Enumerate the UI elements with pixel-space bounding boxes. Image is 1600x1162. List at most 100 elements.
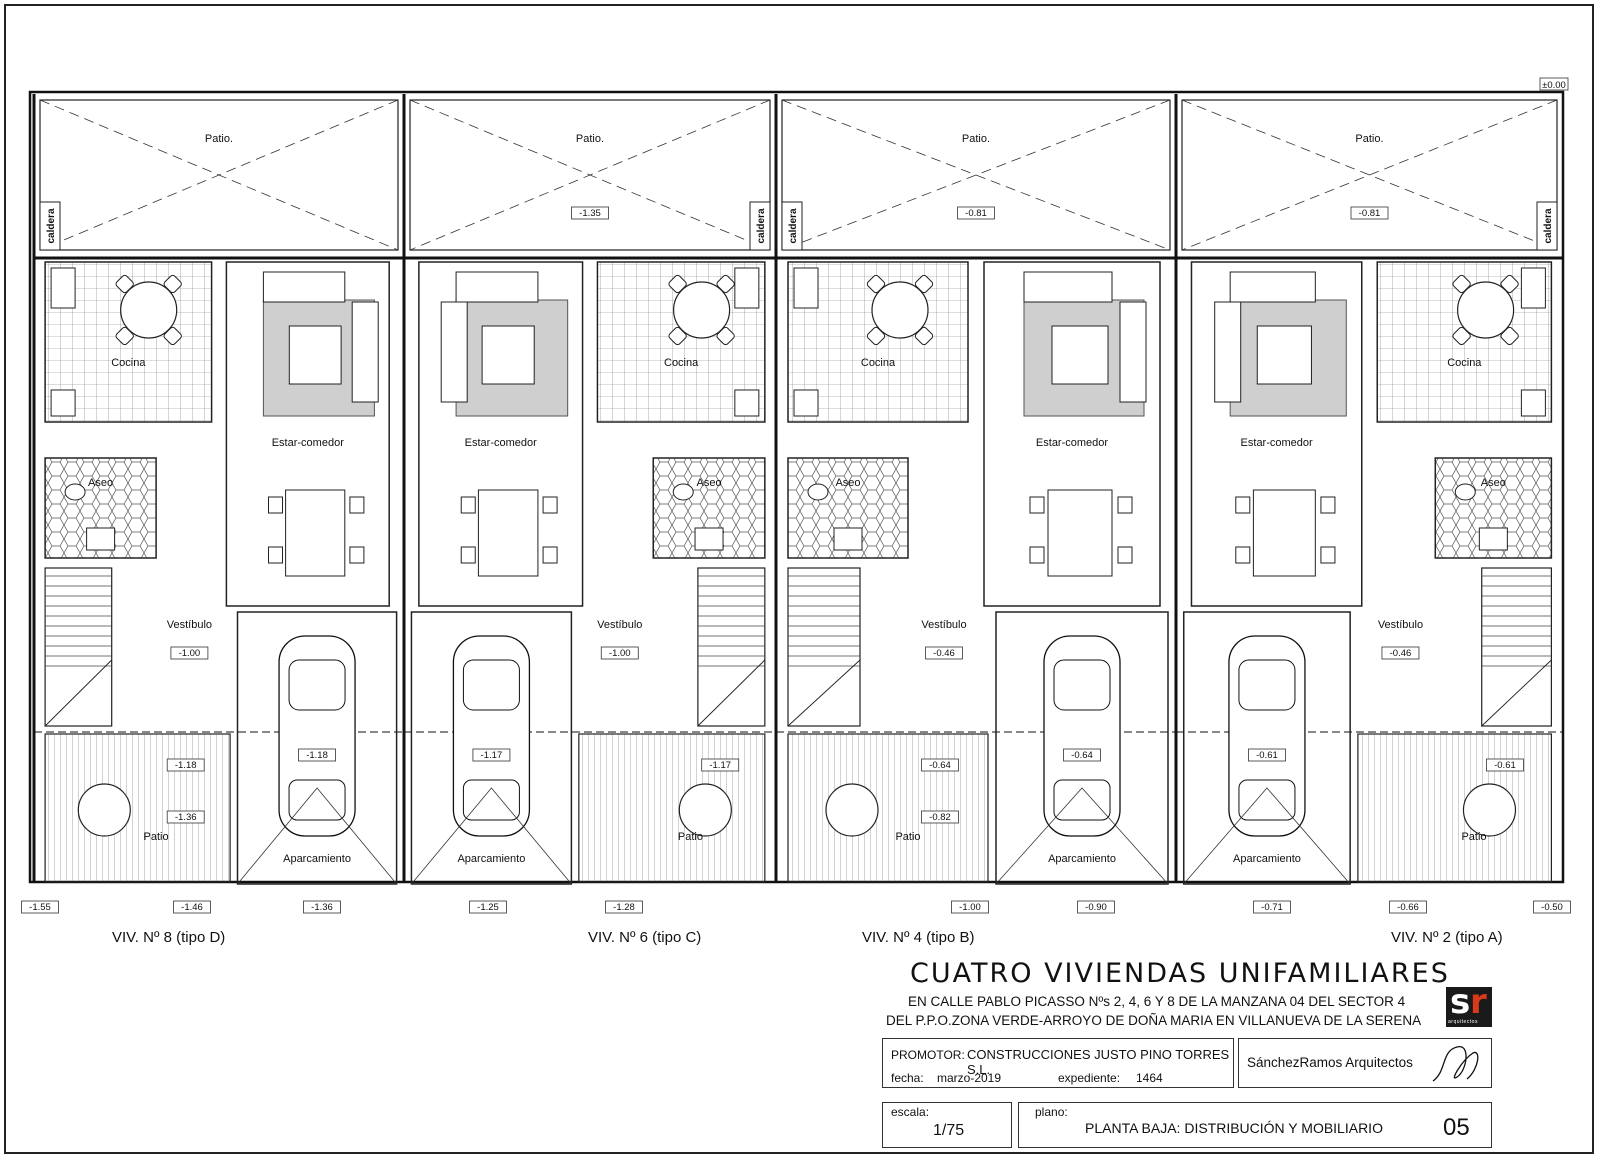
car (1043, 635, 1121, 837)
hall-level-box (1381, 646, 1420, 660)
parking-label: Aparcamiento (457, 853, 525, 865)
street-level: -1.36 (311, 902, 333, 913)
expediente-label: expediente: (1058, 1071, 1121, 1085)
living-room (1190, 261, 1363, 607)
stairs (697, 567, 766, 727)
patio-area (781, 99, 1171, 251)
dining-table (1047, 489, 1113, 577)
car (278, 635, 356, 837)
sheet-label: plano: (1035, 1105, 1068, 1119)
chair (1452, 326, 1471, 346)
stair-arrow (1481, 659, 1552, 727)
expediente-value: 1464 (1136, 1071, 1163, 1085)
yard-label: Patio (678, 831, 703, 843)
gate-swing (411, 787, 572, 885)
boiler-label: caldera (1543, 208, 1554, 243)
scale-value: 1/75 (933, 1122, 965, 1139)
boiler-box (781, 201, 803, 251)
patio-area (409, 99, 771, 251)
chair (1500, 326, 1519, 346)
kitchen-table (120, 281, 178, 339)
wc (807, 483, 829, 501)
stairs (787, 567, 861, 727)
boiler-label: caldera (46, 208, 57, 243)
kitchen-label: Cocina (1447, 357, 1482, 369)
chair (1500, 274, 1519, 294)
patio-level: -0.81 (1359, 208, 1381, 219)
yard-level: -1.18 (175, 760, 197, 771)
toilet-label: Aseo (88, 477, 113, 489)
unit-label-6: VIV. Nº 6 (tipo C) (588, 929, 702, 946)
sofa-side (351, 301, 379, 403)
car-level: -1.17 (481, 750, 503, 761)
logo-s: s (1450, 982, 1471, 1022)
chair (914, 274, 934, 294)
yard-level: -1.36 (175, 812, 197, 823)
sheet-title: PLANTA BAJA: DISTRIBUCIÓN Y MOBILIARIO (1085, 1120, 1383, 1136)
car-level-box (298, 748, 336, 762)
street-level-box (1389, 900, 1427, 914)
patio-level-box (571, 206, 609, 220)
project-address-line2: DEL P.P.O.ZONA VERDE-ARROYO DE DOÑA MARI… (886, 1013, 1422, 1028)
patio-diagonal (781, 99, 1171, 251)
patio-diagonal (409, 99, 771, 251)
patio-area (1181, 99, 1558, 251)
kitchen-table (1456, 281, 1515, 339)
promotor-label: PROMOTOR: (891, 1048, 965, 1062)
living-label: Estar-comedor (1241, 437, 1313, 449)
dining-chair (542, 546, 558, 564)
street-level: -0.90 (1085, 902, 1107, 913)
street-level-box (303, 900, 341, 914)
dining-chair (268, 496, 283, 514)
car-level: -0.64 (1071, 750, 1093, 761)
street-level: -0.66 (1397, 902, 1419, 913)
washbasin (1478, 527, 1508, 551)
yard-level: -0.61 (1494, 760, 1516, 771)
ref-level: ±0.00 (1542, 80, 1566, 91)
ref-level-box (1539, 77, 1569, 91)
washbasin (86, 527, 116, 551)
unit-3: Patio.-0.81calderaCocinaAseoVestíbulo-0.… (774, 94, 1176, 885)
yard-table (77, 783, 131, 837)
sheet-box: plano: PLANTA BAJA: DISTRIBUCIÓN Y MOBIL… (1018, 1102, 1492, 1148)
sofa-side (1214, 301, 1242, 403)
car-level: -0.61 (1256, 750, 1278, 761)
hall-level: -0.46 (1390, 648, 1412, 659)
kitchen-table (871, 281, 929, 339)
car (1228, 635, 1306, 837)
dining-chair (1320, 496, 1336, 514)
boiler-box (1536, 201, 1558, 251)
chair (866, 326, 886, 346)
yard-label: Patio (1461, 831, 1486, 843)
hall-label: Vestíbulo (1378, 619, 1423, 631)
kitchen-label: Cocina (111, 357, 146, 369)
toilet-label: Aseo (697, 477, 722, 489)
dining-table (1252, 489, 1316, 577)
stairs (44, 567, 113, 727)
dining-chair (1029, 496, 1045, 514)
street-level-box (951, 900, 989, 914)
patio-level-box (957, 206, 995, 220)
living-room (225, 261, 390, 607)
street-level: -1.00 (959, 902, 981, 913)
street-level-box (605, 900, 643, 914)
dining-chair (460, 546, 476, 564)
project-title: CUATRO VIVIENDAS UNIFAMILIARES (910, 958, 1450, 989)
chair (668, 274, 687, 294)
street-level-box (21, 900, 59, 914)
parking-bay (1182, 611, 1351, 885)
firm-logo: s r arquitectos (1446, 982, 1492, 1027)
street-level-box (1253, 900, 1291, 914)
sofa-top (455, 271, 539, 303)
kitchen-label: Cocina (664, 357, 699, 369)
hall-level: -0.46 (933, 648, 955, 659)
street-level-box (173, 900, 211, 914)
street-level: -1.46 (181, 902, 203, 913)
coffee-table (288, 325, 342, 385)
coffee-table (1051, 325, 1109, 385)
stairs-outline (44, 567, 113, 727)
parking-label: Aparcamiento (1048, 853, 1116, 865)
car-rear (1238, 779, 1296, 821)
